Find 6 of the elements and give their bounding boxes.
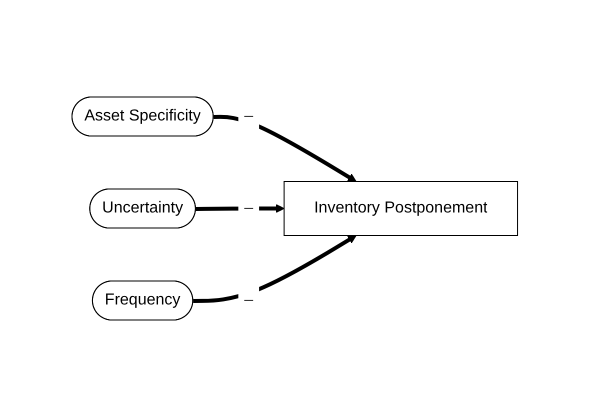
edge-label: –: [244, 200, 253, 216]
node-box: Inventory Postponement: [283, 181, 518, 236]
edge-label: –: [244, 108, 253, 124]
arrow: [192, 235, 356, 303]
edge-label: –: [244, 292, 253, 308]
arrow: [213, 114, 356, 182]
